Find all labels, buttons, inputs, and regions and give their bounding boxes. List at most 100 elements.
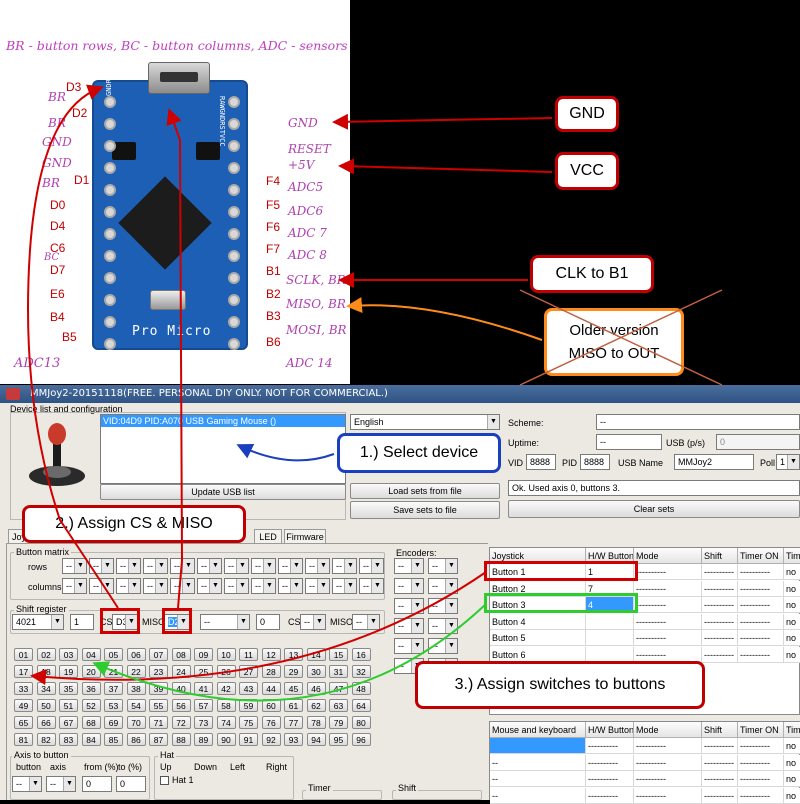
shift-register2-type[interactable]: --▼	[200, 614, 250, 630]
matrix-button[interactable]: 73	[194, 716, 213, 729]
matrix-button[interactable]: 45	[284, 682, 303, 695]
matrix-row-select[interactable]: --▼	[305, 558, 330, 574]
matrix-button[interactable]: 81	[14, 733, 33, 746]
matrix-row-select[interactable]: --▼	[143, 558, 168, 574]
matrix-button[interactable]: 56	[171, 699, 191, 712]
matrix-button[interactable]: 90	[216, 733, 236, 746]
matrix-button[interactable]: 80	[351, 716, 371, 729]
matrix-button[interactable]: 37	[104, 682, 123, 695]
table-cell[interactable]: ----------	[702, 738, 738, 754]
matrix-button[interactable]: 19	[59, 665, 78, 678]
table-cell[interactable]: no	[784, 630, 800, 646]
table-cell[interactable]: ----------	[702, 771, 738, 787]
matrix-column-select[interactable]: --▼	[170, 578, 195, 594]
table-cell[interactable]: no	[784, 646, 800, 663]
table-cell[interactable]: no	[784, 754, 800, 771]
matrix-button[interactable]: 62	[306, 699, 326, 712]
matrix-row-select[interactable]: --▼	[359, 558, 384, 574]
matrix-button[interactable]: 84	[81, 733, 101, 746]
matrix-button[interactable]: 31	[329, 665, 348, 678]
matrix-column-select[interactable]: --▼	[197, 578, 222, 594]
pid-field[interactable]: 8888	[580, 454, 610, 470]
shift-register-count[interactable]: 1	[70, 614, 94, 630]
matrix-button[interactable]: 64	[351, 699, 371, 712]
matrix-button[interactable]: 96	[351, 733, 371, 746]
axis-select[interactable]: --▼	[46, 776, 76, 792]
matrix-button[interactable]: 11	[239, 648, 258, 661]
save-sets-button[interactable]: Save sets to file	[350, 501, 500, 519]
matrix-button[interactable]: 05	[104, 648, 123, 661]
matrix-button[interactable]: 02	[36, 648, 56, 661]
matrix-row-select[interactable]: --▼	[116, 558, 141, 574]
matrix-column-select[interactable]: --▼	[305, 578, 330, 594]
matrix-column-select[interactable]: --▼	[332, 578, 357, 594]
table-cell[interactable]: ----------	[702, 613, 738, 630]
matrix-button[interactable]: 63	[329, 699, 348, 712]
axis-from-field[interactable]: 0	[82, 776, 112, 792]
tab-firmware[interactable]: Firmware	[284, 529, 326, 543]
update-usb-button[interactable]: Update USB list	[100, 484, 346, 500]
matrix-button[interactable]: 16	[351, 648, 371, 661]
hat1-checkbox[interactable]	[160, 776, 169, 785]
matrix-button[interactable]: 65	[14, 716, 33, 729]
table-cell[interactable]: ----------	[738, 564, 784, 580]
scheme-field[interactable]: --	[596, 414, 800, 430]
matrix-column-select[interactable]: --▼	[359, 578, 384, 594]
table-cell[interactable]: ----------	[738, 738, 784, 754]
matrix-button[interactable]: 94	[306, 733, 326, 746]
table-cell[interactable]: ----------	[586, 771, 634, 787]
matrix-button[interactable]: 57	[194, 699, 213, 712]
matrix-button[interactable]: 51	[59, 699, 78, 712]
table-cell[interactable]: ----------	[702, 646, 738, 663]
matrix-button[interactable]: 38	[126, 682, 146, 695]
matrix-button[interactable]: 95	[329, 733, 348, 746]
matrix-button[interactable]: 43	[239, 682, 258, 695]
encoder-select[interactable]: --▼	[394, 638, 424, 654]
axis-to-field[interactable]: 0	[116, 776, 146, 792]
table-cell[interactable]: ----------	[738, 630, 784, 646]
table-cell[interactable]: ----------	[634, 564, 702, 580]
matrix-button[interactable]: 35	[59, 682, 78, 695]
matrix-column-select[interactable]: --▼	[62, 578, 87, 594]
table-cell[interactable]: ----------	[586, 738, 634, 754]
table-cell[interactable]: ----------	[738, 580, 784, 597]
matrix-button[interactable]: 87	[149, 733, 168, 746]
matrix-button[interactable]: 52	[81, 699, 101, 712]
matrix-button[interactable]: 60	[261, 699, 281, 712]
table-cell[interactable]: no	[784, 738, 800, 754]
matrix-button[interactable]: 41	[194, 682, 213, 695]
matrix-button[interactable]: 01	[14, 648, 33, 661]
matrix-button[interactable]: 44	[261, 682, 281, 695]
matrix-button[interactable]: 71	[149, 716, 168, 729]
table-cell[interactable]: ----------	[738, 613, 784, 630]
shift-register2-count[interactable]: 0	[256, 614, 280, 630]
table-cell[interactable]: ----------	[702, 754, 738, 771]
matrix-button[interactable]: 12	[261, 648, 281, 661]
table-cell[interactable]: ----------	[634, 738, 702, 754]
matrix-button[interactable]: 23	[149, 665, 168, 678]
matrix-button[interactable]: 82	[36, 733, 56, 746]
encoder-select[interactable]: --▼	[428, 598, 458, 614]
encoder-select[interactable]: --▼	[428, 578, 458, 594]
table-row[interactable]: --	[490, 771, 586, 787]
encoder-select[interactable]: --▼	[394, 558, 424, 574]
usb-name-field[interactable]: MMJoy2	[674, 454, 754, 470]
matrix-row-select[interactable]: --▼	[62, 558, 87, 574]
matrix-button[interactable]: 66	[36, 716, 56, 729]
miso-select[interactable]: D2▼	[164, 614, 190, 630]
matrix-button[interactable]: 68	[81, 716, 101, 729]
table-cell[interactable]: ----------	[634, 597, 702, 613]
table-cell[interactable]: no	[784, 580, 800, 597]
device-list-item[interactable]: VID:04D9 PID:A070 USB Gaming Mouse ()	[101, 415, 345, 427]
tab-led[interactable]: LED	[254, 529, 282, 543]
matrix-button[interactable]: 09	[194, 648, 213, 661]
matrix-row-select[interactable]: --▼	[332, 558, 357, 574]
table-row[interactable]: Button 4	[490, 613, 586, 630]
matrix-row-select[interactable]: --▼	[197, 558, 222, 574]
matrix-button[interactable]: 74	[216, 716, 236, 729]
encoder-select[interactable]: --▼	[428, 558, 458, 574]
table-row[interactable]: --	[490, 754, 586, 771]
matrix-button[interactable]: 54	[126, 699, 146, 712]
matrix-column-select[interactable]: --▼	[143, 578, 168, 594]
matrix-button[interactable]: 70	[126, 716, 146, 729]
